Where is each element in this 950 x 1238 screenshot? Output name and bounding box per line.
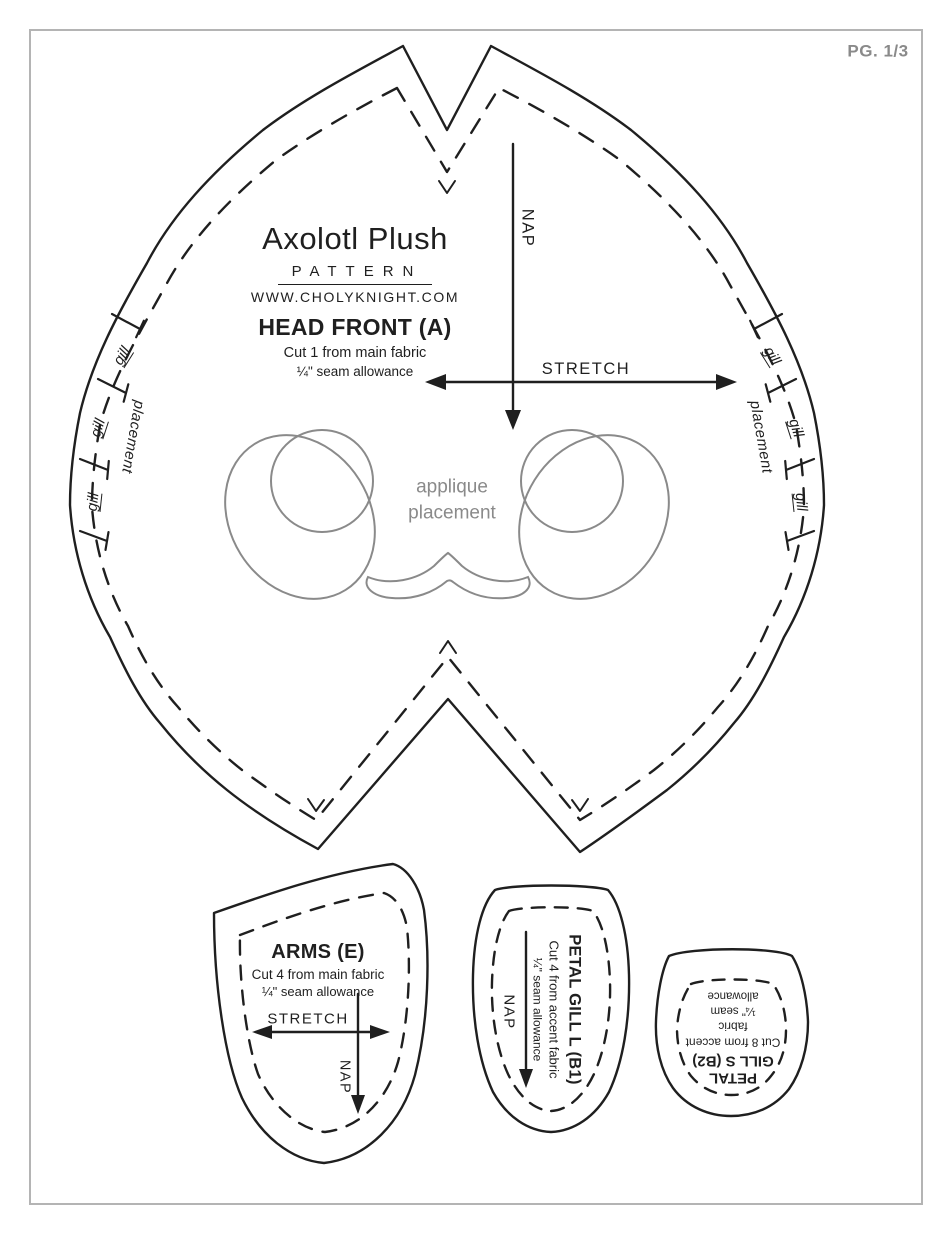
- petal-gill-s-seam-note-line2: allowance: [707, 989, 759, 1002]
- petal-gill-l-outline: [471, 884, 631, 1134]
- gill-ticks-right: [749, 312, 816, 551]
- gill-label-left-3: gill: [83, 491, 103, 513]
- head-nap-arrow: [505, 142, 521, 430]
- applique-note: applique placement: [408, 474, 496, 525]
- arms-piece-name: ARMS (E): [271, 941, 365, 963]
- petal-gill-s-seam-line: [675, 978, 788, 1097]
- petal-gill-s-cut-note-line1: Cut 8 from accent: [685, 1036, 781, 1051]
- petal-gill-l-nap-arrow: [519, 930, 533, 1088]
- head-seam-line: [90, 86, 806, 822]
- arms-stretch-label: STRETCH: [267, 1010, 349, 1028]
- petal-gill-l-piece-name: PETAL GILL L (B1): [565, 934, 584, 1085]
- petal-gill-s-cut-note-line2: fabric: [718, 1019, 748, 1034]
- notch-mark-top: [438, 180, 456, 194]
- applique-eye-left-outer: [224, 434, 376, 600]
- petal-gill-s-label-block: PETAL GILL S (B2) Cut 8 from accent fabr…: [677, 988, 789, 1087]
- head-nap-label: NAP: [518, 208, 537, 248]
- petal-gill-l-label-block: PETAL GILL L (B1) Cut 4 from accent fabr…: [531, 880, 584, 1140]
- head-piece-name: HEAD FRONT (A): [258, 314, 452, 340]
- arms-seam-line: [238, 891, 411, 1134]
- brand-subtitle: PATTERN: [277, 257, 433, 285]
- head-cut-note: Cut 1 from main fabric: [283, 345, 427, 361]
- brand-title: Axolotl Plush: [262, 221, 448, 256]
- notch-mark-bottom-right: [571, 798, 589, 812]
- arms-outline: [212, 862, 429, 1165]
- applique-note-line1: applique: [416, 476, 488, 498]
- brand-website: WWW.CHOLYKNIGHT.COM: [250, 289, 460, 305]
- arms-cut-note: Cut 4 from main fabric: [251, 967, 385, 982]
- petal-gill-l-cut-note: Cut 4 from accent fabric: [546, 940, 562, 1079]
- head-seam-note: ¼" seam allowance: [296, 364, 414, 379]
- petal-gill-s-piece-name-line1: PETAL: [708, 1069, 758, 1087]
- applique-eye-right-outer: [518, 434, 670, 600]
- arms-nap-label: NAP: [336, 1059, 353, 1095]
- notch-mark-bottom-center: [439, 640, 457, 654]
- arms-seam-note: ¼" seam allowance: [261, 984, 375, 999]
- petal-gill-s-piece-name-line2: GILL S (B2): [692, 1052, 774, 1070]
- page-frame: [29, 29, 923, 1205]
- gill-label-right-3: gill: [791, 491, 811, 513]
- page-number: PG. 1/3: [847, 41, 909, 61]
- head-stretch-label: STRETCH: [541, 359, 631, 378]
- arms-nap-arrow: [351, 992, 365, 1114]
- head-stretch-arrow: [425, 374, 737, 390]
- applique-note-line2: placement: [408, 502, 496, 523]
- head-title-block: Axolotl Plush PATTERN WWW.CHOLYKNIGHT.CO…: [215, 221, 495, 379]
- head-outline: [68, 44, 826, 854]
- petal-gill-s-outline: [654, 948, 810, 1118]
- petal-gill-l-seam-note: ¼" seam allowance: [530, 957, 545, 1062]
- gill-ticks-left: [78, 312, 145, 551]
- applique-guides: [224, 429, 670, 600]
- notch-mark-bottom-left: [307, 798, 325, 812]
- petal-gill-s-seam-note-line1: ¼" seam: [710, 1004, 756, 1017]
- applique-mouth: [365, 551, 531, 600]
- petal-gill-l-seam-line: [490, 906, 612, 1113]
- applique-eye-left-inner: [270, 429, 374, 533]
- applique-eye-right-inner: [520, 429, 624, 533]
- arms-label-block: ARMS (E) Cut 4 from main fabric ¼" seam …: [208, 941, 428, 999]
- petal-gill-l-nap-label: NAP: [500, 994, 518, 1030]
